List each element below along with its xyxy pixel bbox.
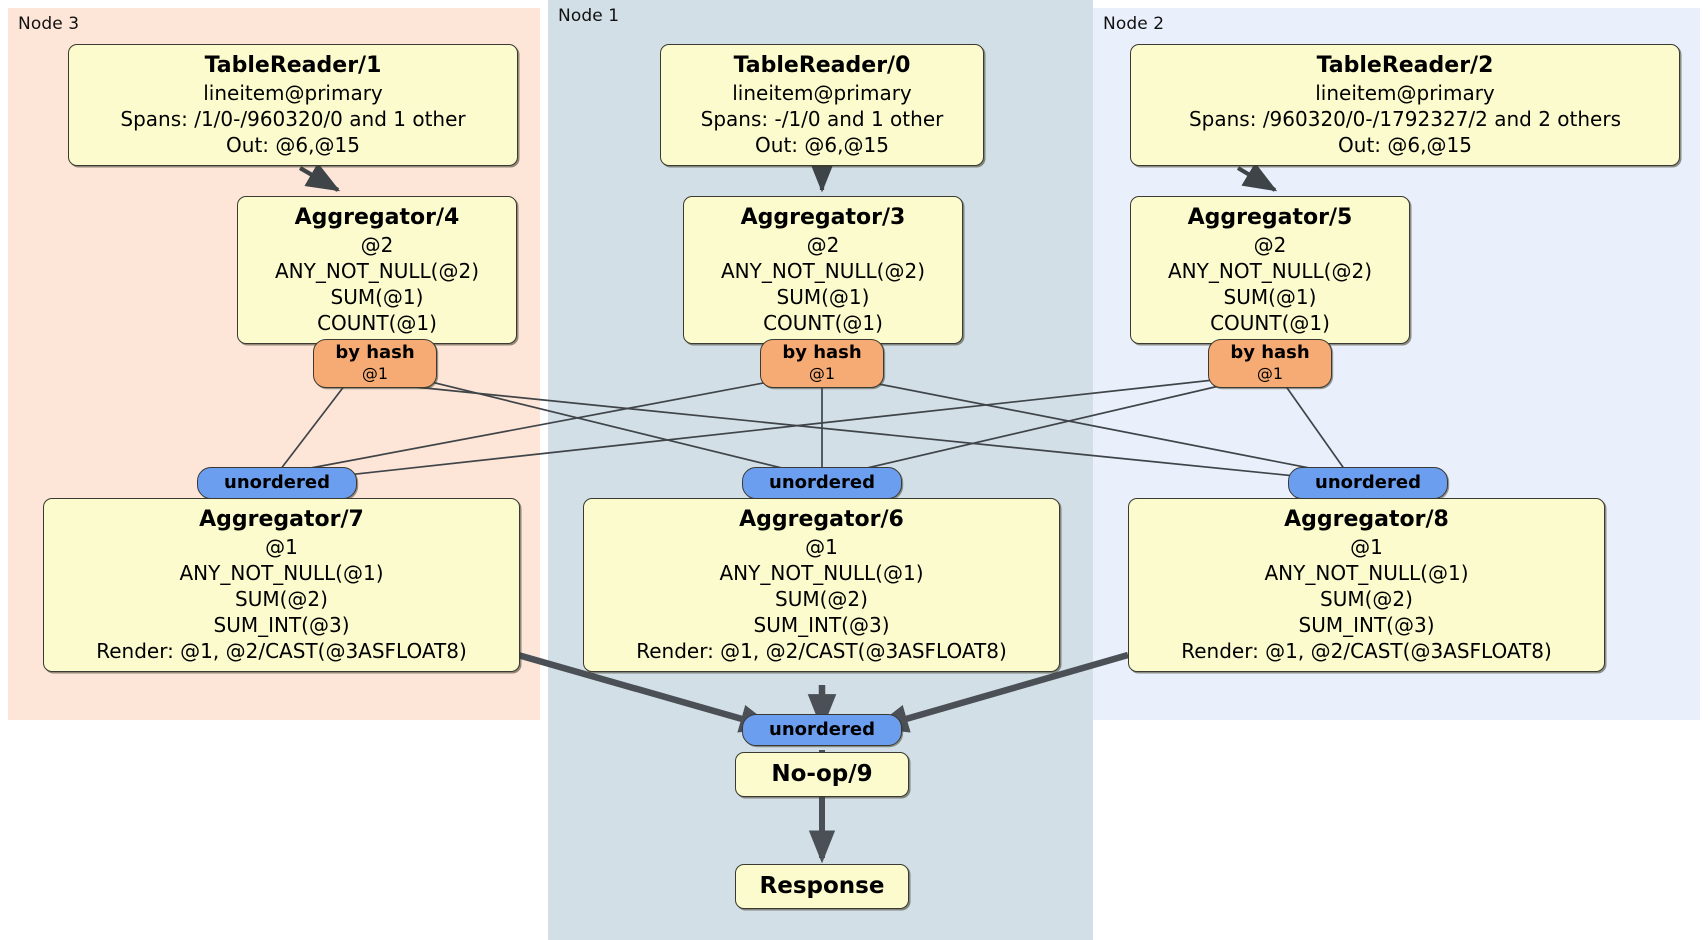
processor-no-op-9[interactable]: No-op/9 [735, 752, 909, 797]
processor-line: Render: @1, @2/CAST(@3ASFLOAT8) [1181, 639, 1552, 663]
processor-line: @1 [805, 535, 838, 559]
processor-line: SUM(@2) [235, 587, 328, 611]
router-sublabel: @1 [361, 364, 389, 383]
processor-aggregator-7[interactable]: Aggregator/7 @1 ANY_NOT_NULL(@1) SUM(@2)… [43, 498, 520, 672]
processor-line: SUM_INT(@3) [213, 613, 350, 637]
processor-table-reader-2[interactable]: TableReader/2 lineitem@primary Spans: /9… [1130, 44, 1680, 166]
processor-line: lineitem@primary [732, 81, 912, 105]
synchronizer-label: unordered [769, 719, 875, 740]
processor-title: TableReader/0 [733, 53, 911, 78]
unordered-synchronizer-right[interactable]: unordered [1288, 467, 1448, 499]
processor-aggregator-3[interactable]: Aggregator/3 @2 ANY_NOT_NULL(@2) SUM(@1)… [683, 196, 963, 344]
processor-line: COUNT(@1) [1210, 311, 1330, 335]
processor-line: @1 [265, 535, 298, 559]
router-label: by hash [782, 342, 862, 363]
processor-line: COUNT(@1) [317, 311, 437, 335]
processor-line: lineitem@primary [203, 81, 383, 105]
processor-line: ANY_NOT_NULL(@2) [275, 259, 479, 283]
processor-aggregator-8[interactable]: Aggregator/8 @1 ANY_NOT_NULL(@1) SUM(@2)… [1128, 498, 1605, 672]
processor-response[interactable]: Response [735, 864, 909, 909]
router-sublabel: @1 [808, 364, 836, 383]
processor-table-reader-1[interactable]: TableReader/1 lineitem@primary Spans: /1… [68, 44, 518, 166]
unordered-synchronizer-left[interactable]: unordered [197, 467, 357, 499]
processor-title: TableReader/1 [204, 53, 382, 78]
hash-router-left[interactable]: by hash @1 [313, 339, 437, 388]
processor-line: Render: @1, @2/CAST(@3ASFLOAT8) [96, 639, 467, 663]
synchronizer-label: unordered [224, 472, 330, 493]
processor-aggregator-5[interactable]: Aggregator/5 @2 ANY_NOT_NULL(@2) SUM(@1)… [1130, 196, 1410, 344]
processor-line: SUM_INT(@3) [753, 613, 890, 637]
processor-line: ANY_NOT_NULL(@2) [721, 259, 925, 283]
processor-line: @2 [360, 233, 394, 257]
processor-line: COUNT(@1) [763, 311, 883, 335]
node-label-node1: Node 1 [558, 6, 620, 26]
processor-title: Response [759, 873, 885, 899]
processor-line: ANY_NOT_NULL(@2) [1168, 259, 1372, 283]
processor-title: Aggregator/7 [199, 507, 364, 532]
processor-aggregator-4[interactable]: Aggregator/4 @2 ANY_NOT_NULL(@2) SUM(@1)… [237, 196, 517, 344]
synchronizer-label: unordered [1315, 472, 1421, 493]
router-label: by hash [1230, 342, 1310, 363]
router-label: by hash [335, 342, 415, 363]
processor-line: @1 [1350, 535, 1383, 559]
processor-line: Spans: /960320/0-/1792327/2 and 2 others [1188, 107, 1621, 131]
node-label-node3: Node 3 [18, 14, 80, 34]
processor-line: SUM(@2) [775, 587, 868, 611]
processor-line: ANY_NOT_NULL(@1) [179, 561, 384, 585]
unordered-synchronizer-final[interactable]: unordered [742, 714, 902, 746]
processor-table-reader-0[interactable]: TableReader/0 lineitem@primary Spans: -/… [660, 44, 984, 166]
synchronizer-label: unordered [769, 472, 875, 493]
processor-title: No-op/9 [771, 761, 873, 787]
hash-router-right[interactable]: by hash @1 [1208, 339, 1332, 388]
processor-title: TableReader/2 [1316, 53, 1494, 78]
unordered-synchronizer-mid[interactable]: unordered [742, 467, 902, 499]
router-sublabel: @1 [1256, 364, 1284, 383]
processor-line: SUM(@1) [776, 285, 870, 309]
processor-line: Spans: -/1/0 and 1 other [700, 107, 944, 131]
processor-title: Aggregator/3 [740, 205, 906, 230]
processor-title: Aggregator/6 [739, 507, 904, 532]
processor-line: @2 [806, 233, 840, 257]
processor-line: @2 [1253, 233, 1287, 257]
processor-line: ANY_NOT_NULL(@1) [1264, 561, 1469, 585]
processor-line: SUM(@1) [330, 285, 424, 309]
processor-line: Spans: /1/0-/960320/0 and 1 other [120, 107, 466, 131]
processor-title: Aggregator/4 [294, 205, 460, 230]
processor-line: Out: @6,@15 [755, 133, 889, 157]
processor-line: lineitem@primary [1315, 81, 1495, 105]
processor-line: SUM(@1) [1223, 285, 1317, 309]
hash-router-mid[interactable]: by hash @1 [760, 339, 884, 388]
node-label-node2: Node 2 [1103, 14, 1165, 34]
processor-title: Aggregator/5 [1187, 205, 1353, 230]
processor-line: SUM(@2) [1320, 587, 1413, 611]
processor-aggregator-6[interactable]: Aggregator/6 @1 ANY_NOT_NULL(@1) SUM(@2)… [583, 498, 1060, 672]
processor-line: Out: @6,@15 [226, 133, 360, 157]
processor-line: ANY_NOT_NULL(@1) [719, 561, 924, 585]
processor-line: SUM_INT(@3) [1298, 613, 1435, 637]
processor-line: Out: @6,@15 [1338, 133, 1472, 157]
processor-title: Aggregator/8 [1284, 507, 1449, 532]
processor-line: Render: @1, @2/CAST(@3ASFLOAT8) [636, 639, 1007, 663]
